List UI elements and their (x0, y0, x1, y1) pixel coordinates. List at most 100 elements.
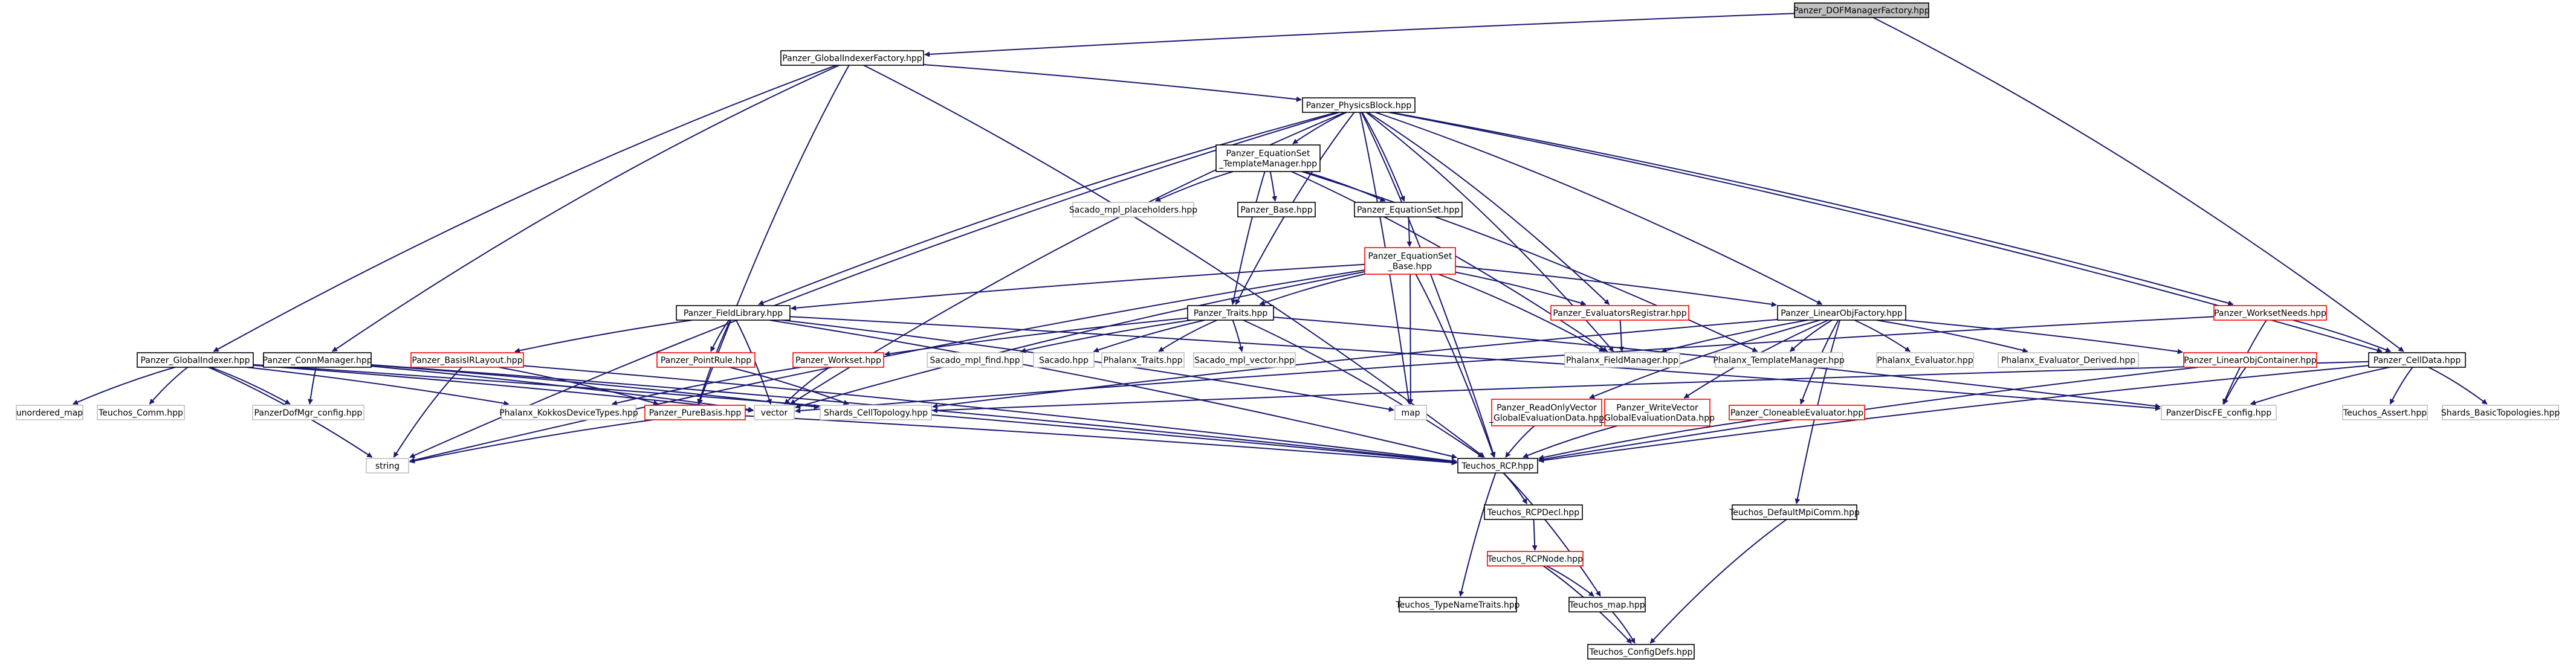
edge-physics_block-to-eqset_tm (1292, 112, 1347, 144)
node-label: PanzerDofMgr_config.hpp (254, 408, 363, 418)
edge-cell_data-to-teuchos_assert (2389, 367, 2413, 405)
node-rcp-decl[interactable]: Teuchos_RCPDecl.hpp (1484, 504, 1583, 520)
node-label: Panzer_Traits.hpp (1194, 309, 1268, 318)
node-box (1354, 202, 1463, 217)
node-linobj-factory[interactable]: Panzer_LinearObjFactory.hpp (1777, 305, 1906, 321)
node-linobj-container[interactable]: Panzer_LinearObjContainer.hpp (2183, 352, 2317, 368)
node-dofmgr-config: PanzerDofMgr_config.hpp (252, 405, 364, 420)
node-box (1237, 202, 1316, 217)
node-box (1394, 405, 1427, 420)
edge-field_library-to-rcp (769, 320, 1457, 459)
node-label: _TemplateManager.hpp (1218, 159, 1317, 169)
node-label: Teuchos_TypeNameTraits.hpp (1395, 600, 1519, 610)
edge-physics_block-to-eqset (1361, 112, 1405, 202)
edge-gi_factory-to-physics_block (923, 63, 1302, 102)
node-box (1777, 305, 1906, 321)
node-gi-factory[interactable]: Panzer_GlobalIndexerFactory.hpp (780, 50, 924, 66)
edge-linobj_factory-to-default_mpi_comm (1794, 320, 1841, 504)
node-teuchos-map[interactable]: Teuchos_map.hpp (1568, 597, 1646, 612)
node-panzer-base[interactable]: Panzer_Base.hpp (1237, 202, 1316, 217)
node-box (927, 352, 1023, 368)
node-conn-manager[interactable]: Panzer_ConnManager.hpp (262, 352, 372, 368)
edge-cell_data-to-shards_bt (2428, 367, 2488, 405)
node-box (1876, 352, 1974, 368)
node-box (2213, 305, 2327, 321)
node-label: Panzer_LinearObjFactory.hpp (1781, 309, 1903, 318)
node-teuchos-comm: Teuchos_Comm.hpp (97, 405, 185, 420)
node-sacado-mpl-ph: Sacado_mpl_placeholders.hpp (1069, 202, 1197, 217)
node-basis-ir-layout[interactable]: Panzer_BasisIRLayout.hpp (410, 352, 524, 368)
node-box (2442, 405, 2559, 420)
edge-teuchos_map-to-config_defs (1611, 611, 1636, 644)
node-label: Phalanx_Evaluator.hpp (1877, 356, 1973, 365)
node-writable-vec[interactable]: Panzer_WriteVector_GlobalEvaluationData.… (1599, 399, 1715, 426)
node-eqset-tm[interactable]: Panzer_EquationSet_TemplateManager.hpp (1215, 144, 1321, 172)
node-eqset[interactable]: Panzer_EquationSet.hpp (1354, 202, 1463, 217)
node-rcp-node[interactable]: Teuchos_RCPNode.hpp (1487, 551, 1584, 567)
edge-linobj_factory-to-phalanx_tm (1790, 320, 1833, 352)
node-label: string (375, 461, 400, 471)
edge-linobj_factory-to-readonly_vec (1589, 320, 1820, 399)
node-dof-factory[interactable]: Panzer_DOFManagerFactory.hpp (1793, 2, 1930, 18)
edge-gi_factory-to-conn_manager (332, 65, 840, 352)
node-traits[interactable]: Panzer_Traits.hpp (1187, 305, 1274, 321)
node-workset[interactable]: Panzer_Workset.hpp (792, 352, 884, 368)
node-label: map (1401, 408, 1420, 418)
node-label: Panzer_GlobalIndexerFactory.hpp (782, 54, 922, 63)
node-teuchos-assert: Teuchos_Assert.hpp (2342, 405, 2428, 420)
node-label: Panzer_PointRule.hpp (661, 356, 751, 365)
node-box (2368, 352, 2466, 368)
edge-cloneable_eval-to-rcp (1538, 419, 1756, 460)
node-label: Panzer_GlobalIndexer.hpp (141, 356, 250, 365)
node-box (1487, 551, 1584, 567)
edge-traits-to-sacado_mpl_find (1020, 320, 1192, 353)
edge-eqset_tm-to-sacado_mpl_ph (1154, 171, 1234, 202)
node-box (2183, 352, 2317, 368)
node-box (1399, 597, 1517, 612)
node-point-rule[interactable]: Panzer_PointRule.hpp (656, 352, 756, 368)
node-box (16, 405, 83, 420)
edge-physics_block-to-string (409, 112, 1339, 458)
node-workset-needs[interactable]: Panzer_WorksetNeeds.hpp (2213, 305, 2327, 321)
node-type-name-traits[interactable]: Teuchos_TypeNameTraits.hpp (1395, 597, 1520, 612)
node-config-defs[interactable]: Teuchos_ConfigDefs.hpp (1587, 644, 1695, 660)
node-global-indexer[interactable]: Panzer_GlobalIndexer.hpp (137, 352, 254, 368)
node-default-mpi-comm[interactable]: Teuchos_DefaultMpiComm.hpp (1729, 504, 1860, 520)
node-label: Shards_CellTopology.hpp (824, 408, 928, 418)
node-box (1484, 504, 1583, 520)
nodes-layer: Panzer_DOFManagerFactory.hppPanzer_Globa… (16, 2, 2560, 660)
node-eval-registrar[interactable]: Panzer_EvaluatorsRegistrar.hpp (1550, 305, 1689, 321)
edge-eqset_base-to-linobj_factory (1455, 266, 1777, 307)
node-box (1564, 352, 1680, 368)
node-physics-block[interactable]: Panzer_PhysicsBlock.hpp (1302, 97, 1416, 113)
node-box (1302, 97, 1416, 113)
node-readonly-vec[interactable]: Panzer_ReadOnlyVector_GlobalEvaluationDa… (1489, 399, 1604, 426)
node-label: Panzer_ConnManager.hpp (262, 356, 372, 365)
node-box (2161, 405, 2277, 420)
edge-linobj_container-to-rcp (1538, 367, 2199, 462)
node-rcp[interactable]: Teuchos_RCP.hpp (1457, 458, 1538, 474)
edge-field_library-to-point_rule (710, 320, 730, 352)
edge-linobj_factory-to-linobj_container (1904, 320, 2183, 355)
edge-global_indexer-to-vector (253, 364, 754, 413)
edge-eqset_base-to-traits (1259, 273, 1365, 306)
node-label: Shards_BasicTopologies.hpp (2441, 408, 2560, 418)
node-cloneable-eval[interactable]: Panzer_CloneableEvaluator.hpp (1729, 405, 1865, 420)
node-field-library[interactable]: Panzer_FieldLibrary.hpp (676, 305, 791, 321)
node-cell-data[interactable]: Panzer_CellData.hpp (2368, 352, 2466, 368)
edge-workset-to-vector (784, 367, 830, 405)
edge-traits-to-rcp (1243, 320, 1484, 458)
node-shards-bt: Shards_BasicTopologies.hpp (2441, 405, 2560, 420)
node-box (252, 405, 364, 420)
node-label: Teuchos_map.hpp (1568, 600, 1645, 610)
node-label: Phalanx_TemplateManager.hpp (1713, 356, 1845, 365)
node-eqset-base[interactable]: Panzer_EquationSet_Base.hpp (1364, 247, 1456, 275)
edges-layer (72, 13, 2488, 644)
node-sacado-mpl-find: Sacado_mpl_find.hpp (927, 352, 1023, 368)
edge-linobj_factory-to-phalanx_fm (1661, 320, 1808, 353)
edge-physics_block-to-map (1359, 112, 1411, 405)
edge-conn_manager-to-dofmgr_config (308, 367, 317, 405)
node-box (366, 458, 409, 474)
node-pure-basis[interactable]: Panzer_PureBasis.hpp (644, 405, 746, 420)
edge-field_library-to-basis_ir_layout (514, 320, 693, 353)
